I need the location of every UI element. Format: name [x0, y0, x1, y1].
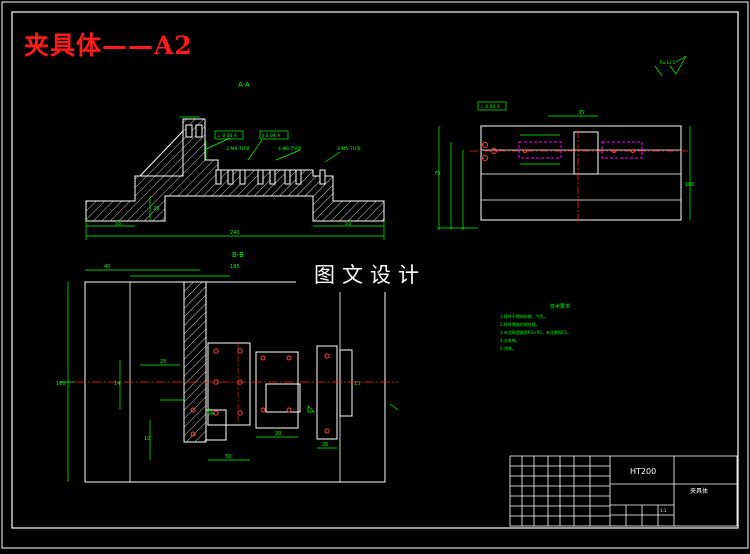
- hole-mark: [612, 149, 616, 153]
- section-aa-view: A-A: [85, 81, 385, 240]
- dim-aa-height: 25: [153, 206, 159, 212]
- note-item: 5.涂漆。: [500, 345, 516, 351]
- dim-plan-top-a: 40: [104, 264, 110, 270]
- section-aa-slot: [257, 169, 264, 185]
- dim-plan-sub-f: 10: [144, 436, 150, 442]
- section-aa-tab: [195, 124, 203, 138]
- tolerance-frame-3: ⊥ 0.04 A: [480, 104, 501, 110]
- section-aa-tab: [185, 124, 193, 138]
- side-view-body: [480, 125, 682, 221]
- hole-mark: [482, 155, 488, 161]
- hole-mark: [237, 410, 243, 416]
- roughness-symbol: Ra 12.5: [660, 60, 676, 65]
- plan-pad: [255, 351, 299, 429]
- section-aa-slot: [295, 169, 302, 185]
- dim-aa-left: 55: [115, 221, 121, 227]
- dim-aa-width: 240: [230, 230, 240, 236]
- hole-mark: [260, 407, 266, 413]
- note-item: 3.未注铸造圆角R3~R5，未注倒角C1。: [500, 329, 571, 335]
- hidden-slot: [601, 141, 643, 159]
- section-aa-label: A-A: [238, 81, 250, 89]
- dim-plan-sub-g: 13: [354, 381, 360, 387]
- section-bb-view: B-B: [56, 251, 399, 483]
- section-aa-slot: [227, 169, 234, 185]
- hole-mark: [491, 148, 497, 154]
- hole-callout-2: 4-Φ8-7H深: [278, 145, 302, 152]
- note-item: 1.铸件不得有砂眼、气孔。: [500, 313, 548, 319]
- section-aa-slot: [215, 169, 222, 185]
- hole-mark: [190, 407, 196, 413]
- dim-plan-height: 160: [56, 381, 66, 387]
- dim-aa-right: 55: [345, 221, 351, 227]
- hole-callout-3: 2-M5-7H深: [337, 145, 361, 152]
- note-item: 4.去毛刺。: [500, 337, 520, 343]
- hole-mark: [286, 407, 292, 413]
- section-aa-slot: [239, 169, 246, 185]
- title-block-scale: 1:1: [660, 508, 667, 513]
- technical-notes: 技术要求 1.铸件不得有砂眼、气孔。 2.铸件需经时效处理。 3.未注铸造圆角R…: [500, 303, 571, 351]
- hole-mark: [324, 353, 330, 359]
- hole-mark: [213, 348, 219, 354]
- dim-side-height-b: 100: [685, 182, 695, 188]
- dim-plan-sub-a: 25: [160, 359, 166, 365]
- hole-mark: [286, 355, 292, 361]
- section-aa-rib: [138, 129, 184, 177]
- plan-pad: [207, 342, 251, 426]
- hole-mark: [482, 142, 488, 148]
- plan-upright: [183, 281, 207, 443]
- hole-mark: [324, 428, 330, 434]
- dim-plan-sub-e: 14: [114, 381, 120, 387]
- watermark-banner: 图文设计: [296, 258, 446, 292]
- plan-pad: [316, 345, 338, 440]
- note-item: 2.铸件需经时效处理。: [500, 321, 540, 327]
- section-aa-slot: [319, 169, 326, 185]
- title-block-name: 夹具体: [690, 487, 708, 495]
- hidden-slot: [518, 141, 562, 159]
- side-view: ⊥ 0.04 A 35 75 100 Ra 12.5: [434, 55, 695, 230]
- notes-heading: 技术要求: [550, 303, 570, 310]
- section-aa-slot: [269, 169, 276, 185]
- hole-mark: [190, 431, 196, 437]
- dim-plan-sub-b: 30: [225, 454, 231, 460]
- dim-plan-sub-d: 26: [322, 442, 328, 448]
- section-aa-slot: [284, 169, 291, 185]
- hole-mark: [260, 355, 266, 361]
- title-block: [509, 455, 738, 527]
- dim-plan-sub-c: 20: [275, 431, 281, 437]
- hole-mark: [631, 149, 635, 153]
- hole-mark: [213, 410, 219, 416]
- dim-side-height-a: 75: [434, 171, 440, 177]
- hole-mark: [237, 348, 243, 354]
- tolerance-frame-2: ∥ 0.04 A: [262, 133, 281, 139]
- title-block-material: HT200: [630, 467, 656, 476]
- inner-border: [11, 11, 739, 529]
- drawing-title: 夹具体——A2: [24, 31, 193, 60]
- section-bb-label: B-B: [232, 251, 244, 259]
- dim-side-top: 35: [578, 110, 584, 116]
- hole-callout-1: 3-M8-7H深: [226, 145, 250, 152]
- tolerance-frame-1: ⊥ 0.04 A: [217, 133, 238, 139]
- hole-mark: [523, 149, 527, 153]
- dim-plan-top-b: 185: [230, 264, 240, 270]
